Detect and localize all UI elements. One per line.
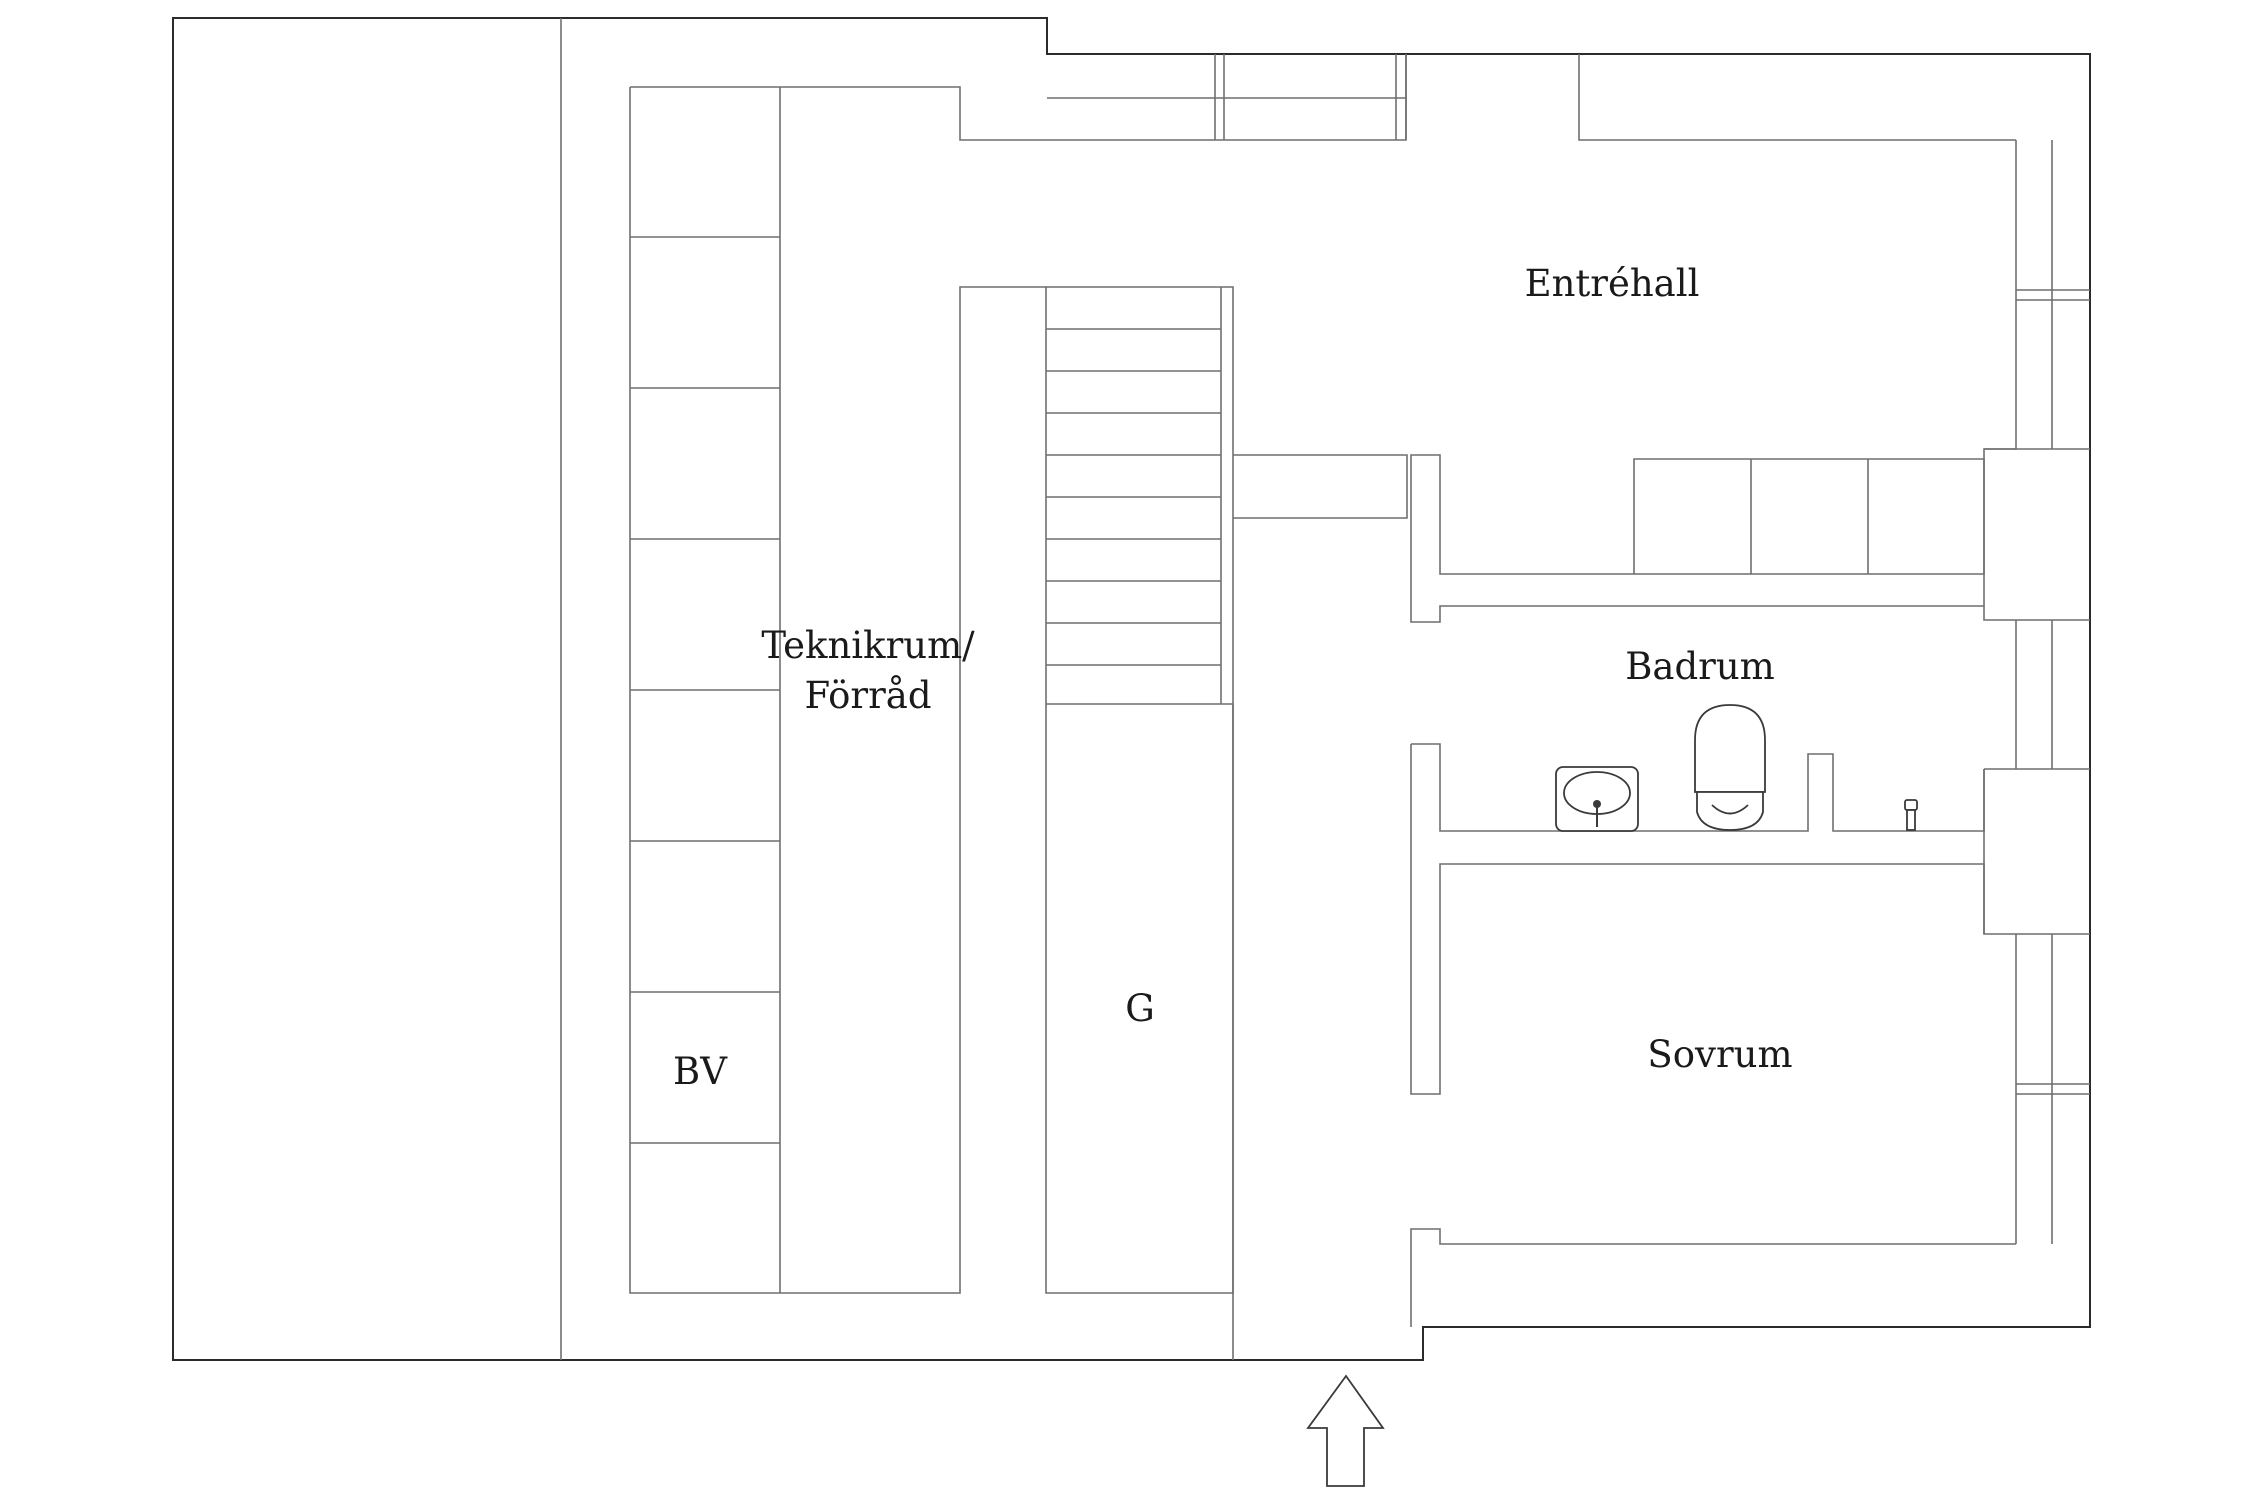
top-window-units bbox=[1047, 54, 2016, 141]
hall-bath-wall bbox=[1410, 454, 1985, 623]
hall-wardrobe bbox=[1633, 458, 1985, 574]
storage-shelves bbox=[630, 236, 780, 1144]
right-wall-windows bbox=[1983, 140, 2090, 1244]
entrance-arrow-icon bbox=[1306, 1374, 1385, 1487]
room-label-teknikrum: Teknikrum/ bbox=[761, 624, 975, 667]
bath-west-wall bbox=[1411, 743, 1985, 832]
staircase bbox=[1045, 286, 1234, 1294]
toilet-icon bbox=[1694, 704, 1766, 831]
stair-steps bbox=[1046, 328, 1233, 705]
room-label-forrad: Förråd bbox=[804, 674, 931, 717]
room-label-g: G bbox=[1125, 987, 1155, 1030]
room-label-entrehall: Entréhall bbox=[1525, 262, 1700, 305]
bath-bed-wall bbox=[1410, 744, 1985, 1095]
outer-wall bbox=[172, 17, 2091, 1361]
room-label-sovrum: Sovrum bbox=[1647, 1033, 1792, 1076]
floor-drain-icon bbox=[1904, 799, 1918, 831]
sink-icon bbox=[1555, 766, 1639, 832]
room-label-bv: BV bbox=[673, 1050, 728, 1093]
corridor-ledge bbox=[1233, 454, 1408, 519]
room-label-badrum: Badrum bbox=[1625, 645, 1775, 688]
storage-outline bbox=[629, 54, 1407, 1294]
bedroom-south-wall bbox=[1410, 1228, 2016, 1327]
